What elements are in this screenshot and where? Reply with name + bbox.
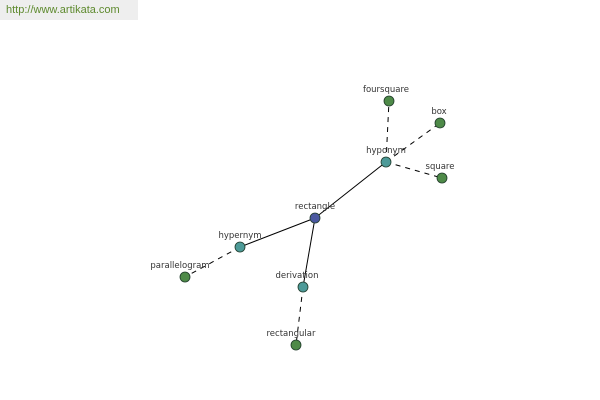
nodes-layer: rectangle hyponym hypernym derivation foursq…: [150, 85, 455, 351]
node-label-hyponym: hyponym: [366, 146, 406, 156]
edges-layer: [184, 100, 443, 346]
node-label-box: box: [431, 107, 446, 117]
edge-rectangle-derivation: [302, 217, 316, 288]
node-foursquare[interactable]: foursquare: [363, 85, 409, 107]
node-circle-box[interactable]: [434, 117, 446, 129]
node-label-derivation: derivation: [275, 271, 318, 281]
node-parallelogram[interactable]: parallelogram: [150, 261, 210, 283]
edge-hyponym-foursquare: [385, 100, 390, 163]
node-label-rectangle: rectangle: [295, 202, 335, 212]
node-label-rectangular: rectangular: [267, 329, 316, 339]
edge-rectangle-hyponym: [314, 161, 387, 219]
node-circle-rectangle[interactable]: [309, 212, 321, 224]
edge-rectangle-hypernym: [239, 217, 316, 248]
node-label-square: square: [426, 162, 455, 172]
site-link[interactable]: http://www.artikata.com: [6, 4, 120, 16]
node-square[interactable]: square: [426, 162, 455, 184]
node-circle-derivation[interactable]: [297, 281, 309, 293]
node-hyponym[interactable]: hyponym: [366, 146, 406, 168]
node-circle-square[interactable]: [436, 172, 448, 184]
site-banner: http://www.artikata.com: [0, 0, 138, 20]
node-box[interactable]: box: [431, 107, 447, 129]
node-rectangle[interactable]: rectangle: [295, 202, 335, 224]
node-label-hypernym: hypernym: [218, 231, 261, 241]
node-circle-hyponym[interactable]: [380, 156, 392, 168]
node-circle-rectangular[interactable]: [290, 339, 302, 351]
node-hypernym[interactable]: hypernym: [218, 231, 262, 253]
node-rectangular[interactable]: rectangular: [267, 329, 316, 351]
node-label-foursquare: foursquare: [363, 85, 409, 95]
edge-hyponym-box: [385, 122, 441, 163]
node-label-parallelogram: parallelogram: [150, 261, 209, 271]
edge-hypernym-parallelogram: [184, 246, 241, 278]
node-circle-parallelogram[interactable]: [179, 271, 191, 283]
node-circle-foursquare[interactable]: [383, 95, 395, 107]
node-derivation[interactable]: derivation: [275, 271, 319, 293]
node-circle-hypernym[interactable]: [234, 241, 246, 253]
